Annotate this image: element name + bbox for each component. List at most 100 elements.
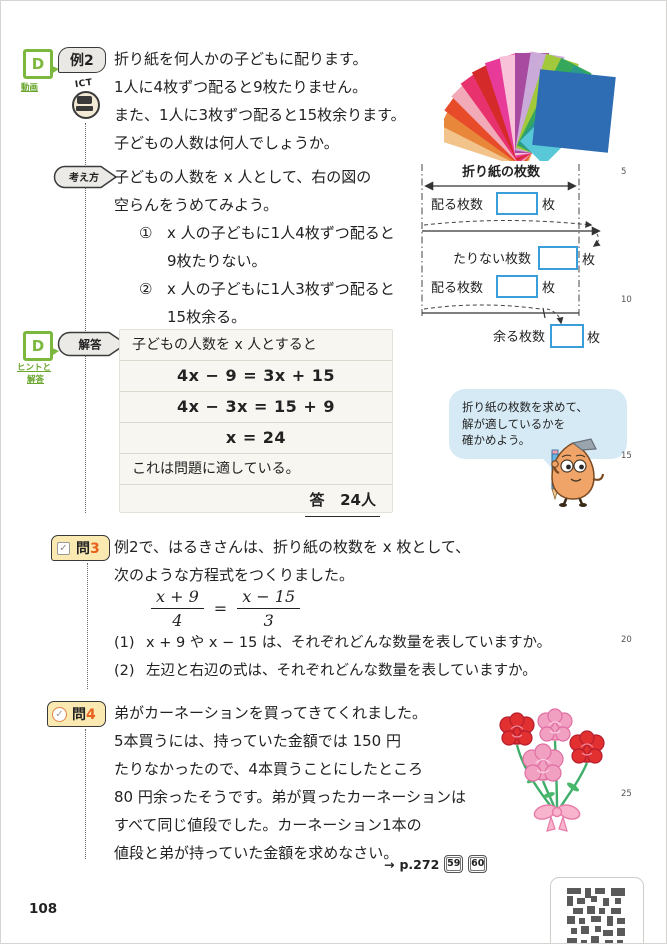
reference-page: p.272 bbox=[399, 856, 440, 872]
diagram-blank-box[interactable] bbox=[538, 246, 578, 270]
ict-keyboard-glyph bbox=[76, 106, 93, 111]
question3-badge: ✓ 問3 bbox=[51, 535, 110, 561]
thinking-text: 15枚余る。 bbox=[167, 308, 247, 326]
carnation-bouquet-image bbox=[499, 708, 605, 832]
question4-badge: ✓ 問4 bbox=[47, 701, 106, 727]
q3-subitem-text: x + 9 や x − 15 は、それぞれどんな数量を表していますか。 bbox=[146, 635, 552, 651]
q3-subitem-number: (2) bbox=[114, 663, 135, 679]
example2-text-line: 折り紙を何人かの子どもに配ります。 bbox=[114, 50, 368, 68]
fraction-numerator: x + 9 bbox=[156, 587, 199, 606]
q3-subitem-text: 左辺と右辺の式は、それぞれどんな数量を表していますか。 bbox=[146, 663, 537, 679]
ict-icon[interactable]: ICT bbox=[71, 78, 101, 121]
fraction-bar bbox=[237, 608, 301, 609]
diagram-row2-label: たりない枚数 bbox=[453, 252, 531, 267]
thinking-text: 子どもの人数を x 人として、右の図の bbox=[114, 168, 372, 186]
q4-text: すべて同じ値段でした。カーネーション1本の bbox=[114, 816, 422, 834]
final-answer-row: 答 24人 bbox=[120, 485, 392, 517]
question4-number: 4 bbox=[86, 707, 96, 723]
thinking-badge: 考え方 bbox=[53, 165, 118, 189]
thinking-item-number: ① bbox=[139, 224, 153, 242]
answer-page-reference[interactable]: → p.272 59 60 bbox=[384, 855, 488, 873]
thinking-text: x 人の子どもに1人3枚ずつ配ると bbox=[167, 280, 395, 298]
fraction-right: x − 15 3 bbox=[237, 587, 301, 630]
solution-equation: 4x − 9 = 3x + 15 bbox=[120, 361, 392, 392]
q4-text: たりなかったので、4本買うことにしたところ bbox=[114, 760, 423, 778]
origami-count-diagram: 折り紙の枚数 配る枚数 枚 たりない枚数 枚 配る枚数 枚 余る枚数 枚 bbox=[421, 164, 601, 348]
answer-label: 答 bbox=[309, 491, 325, 509]
diagram-title: 折り紙の枚数 bbox=[462, 164, 541, 180]
solution-check-line: これは問題に適している。 bbox=[120, 454, 392, 485]
bubble-text: 折り紙の枚数を求めて、 bbox=[462, 400, 588, 414]
equals-sign: = bbox=[213, 599, 228, 618]
carnation-red bbox=[569, 730, 605, 764]
q4-text: 5本買うには、持っていた金額では 150 円 bbox=[114, 732, 401, 750]
d-hint-caption: 解答 bbox=[27, 375, 45, 385]
thinking-text: x 人の子どもに1人4枚ずつ配ると bbox=[167, 224, 395, 242]
margin-line-number: 5 bbox=[621, 167, 627, 177]
carnation-pink bbox=[522, 743, 564, 782]
margin-line-number: 25 bbox=[621, 789, 632, 799]
diagram-blank-box[interactable] bbox=[496, 275, 538, 298]
thinking-text: 9枚たりない。 bbox=[167, 252, 267, 270]
section-dotted-line bbox=[85, 123, 86, 513]
diagram-row2-unit: 枚 bbox=[582, 253, 595, 268]
question4-label: 問 bbox=[72, 707, 86, 723]
ribbon-bow bbox=[533, 804, 581, 832]
diagram-row1-unit: 枚 bbox=[542, 198, 555, 213]
q4-text: 弟がカーネーションを買ってきてくれました。 bbox=[114, 704, 428, 722]
q3-equation: x + 9 4 = x − 15 3 bbox=[151, 587, 301, 630]
exercise-number-badge: 60 bbox=[468, 855, 488, 873]
margin-line-number: 15 bbox=[621, 451, 632, 461]
ict-device-icon bbox=[72, 91, 100, 119]
q3-text: 例2で、はるきさんは、折り紙の枚数を x 枚として、 bbox=[114, 538, 471, 556]
qr-code bbox=[567, 888, 625, 943]
example2-text-line: 子どもの人数は何人でしょうか。 bbox=[114, 134, 339, 152]
margin-line-number: 10 bbox=[621, 295, 632, 305]
diagram-row1-label: 配る枚数 bbox=[431, 198, 483, 213]
fraction-bar bbox=[151, 608, 204, 609]
checkmark-circle-icon[interactable]: ✓ bbox=[52, 707, 67, 722]
d-hint-caption: ヒントと bbox=[17, 363, 52, 373]
diagram-blank-box[interactable] bbox=[550, 324, 584, 348]
example2-text-line: また、1人に3枚ずつ配ると15枚余ります。 bbox=[114, 106, 406, 124]
d-video-icon[interactable]: D bbox=[23, 49, 59, 79]
q4-text: 80 円余ったそうです。弟が買ったカーネーションは bbox=[114, 788, 467, 806]
answer-badge: 解答 bbox=[57, 331, 128, 357]
solution-box: 子どもの人数を x 人とすると 4x − 9 = 3x + 15 4x − 3x… bbox=[119, 329, 393, 517]
carnation-pink bbox=[537, 708, 573, 742]
q3-subitem-number: (1) bbox=[114, 635, 135, 651]
mascot-character bbox=[551, 438, 605, 507]
fraction-denominator: 3 bbox=[263, 611, 274, 630]
exercise-number-badge: 59 bbox=[444, 855, 464, 873]
example2-badge: 例2 bbox=[58, 47, 106, 73]
question3-label: 問 bbox=[76, 541, 90, 557]
thinking-item-number: ② bbox=[139, 280, 153, 298]
diagram-row4-label: 余る枚数 bbox=[493, 329, 545, 345]
thinking-text: 空らんをうめてみよう。 bbox=[114, 196, 279, 214]
answer-value: 24人 bbox=[340, 491, 376, 509]
qr-code-box[interactable] bbox=[550, 877, 644, 943]
origami-paper-image bbox=[444, 51, 616, 161]
solution-equation: 4x − 3x = 15 + 9 bbox=[120, 392, 392, 423]
checkbox-icon[interactable]: ✓ bbox=[57, 542, 70, 555]
page-number: 108 bbox=[29, 901, 58, 917]
section-dotted-line bbox=[87, 563, 88, 689]
section-dotted-line bbox=[85, 729, 86, 859]
q4-text: 値段と弟が持っていた金額を求めなさい。 bbox=[114, 844, 399, 862]
question3-number: 3 bbox=[90, 541, 100, 557]
bubble-text: 確かめよう。 bbox=[462, 433, 531, 447]
d-hint-icon[interactable]: D bbox=[23, 331, 59, 361]
mascot-speech-bubble: 折り紙の枚数を求めて、 解が適しているかを 確かめよう。 bbox=[449, 389, 627, 459]
diagram-blank-box[interactable] bbox=[496, 192, 538, 215]
d-video-caption: 動画 bbox=[21, 83, 39, 93]
diagram-row3-label: 配る枚数 bbox=[431, 281, 483, 296]
thinking-badge-label: 考え方 bbox=[69, 171, 99, 184]
diagram-row4-unit: 枚 bbox=[587, 331, 600, 346]
q3-text: 次のような方程式をつくりました。 bbox=[114, 566, 355, 584]
fraction-left: x + 9 4 bbox=[151, 587, 204, 630]
solution-equation: x = 24 bbox=[120, 423, 392, 454]
answer-badge-label: 解答 bbox=[79, 338, 102, 352]
fraction-denominator: 4 bbox=[172, 611, 183, 630]
bubble-text: 解が適しているかを bbox=[462, 416, 566, 431]
